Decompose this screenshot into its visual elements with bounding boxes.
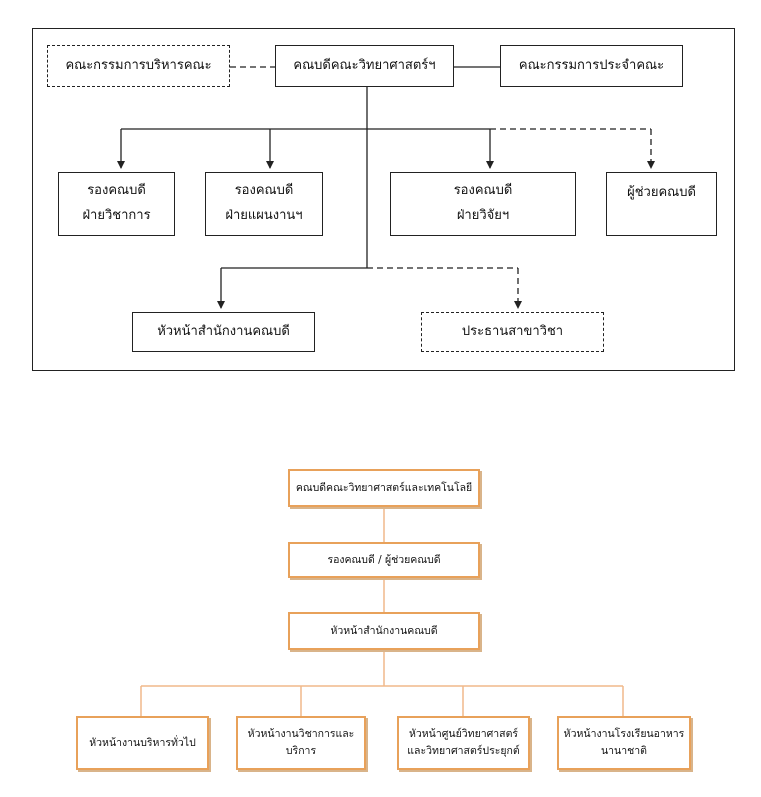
office-head-st-box: หัวหน้าสำนักงานคณบดี: [288, 612, 480, 650]
academic-service-box: หัวหน้างานวิชาการและบริการ: [236, 716, 366, 770]
assistant-dean-box: ผู้ช่วยคณบดี: [606, 172, 717, 236]
vp-academic-title: รองคณบดี: [87, 183, 146, 199]
dean-st-box: คณบดีคณะวิทยาศาสตร์และเทคโนโลยี: [288, 469, 480, 507]
vice-dean-box: รองคณบดี / ผู้ช่วยคณบดี: [288, 542, 480, 578]
office-head-box: หัวหน้าสำนักงานคณบดี: [132, 312, 315, 352]
exec-committee-box: คณะกรรมการบริหารคณะ: [47, 45, 230, 87]
faculty-committee-label: คณะกรรมการประจำคณะ: [518, 57, 665, 73]
exec-committee-label: คณะกรรมการบริหารคณะ: [65, 57, 212, 73]
vice-dean-label: รองคณบดี / ผู้ช่วยคณบดี: [327, 553, 441, 566]
science-center-line1: หัวหน้าศูนย์วิทยาศาสตร์: [408, 728, 519, 741]
vp-research-box: รองคณบดีฝ่ายวิจัยฯ: [390, 172, 576, 236]
dean-st-label: คณบดีคณะวิทยาศาสตร์และเทคโนโลยี: [295, 481, 473, 494]
vp-planning-box: รองคณบดีฝ่ายแผนงานฯ: [205, 172, 323, 236]
org-chart-1-frame: [32, 28, 735, 371]
vp-research-title: รองคณบดี: [453, 183, 513, 199]
vp-planning-dept: ฝ่ายแผนงานฯ: [225, 208, 303, 223]
cooking-school-line1: หัวหน้างานโรงเรียนอาหาร: [563, 728, 685, 741]
general-admin-label: หัวหน้างานบริหารทั่วไป: [89, 736, 196, 749]
vp-academic-dept: ฝ่ายวิชาการ: [82, 208, 151, 223]
science-center-line2: และวิทยาศาสตร์ประยุกต์: [407, 745, 520, 757]
cooking-school-box: หัวหน้างานโรงเรียนอาหารนานาชาติ: [557, 716, 691, 770]
office-head-label: หัวหน้าสำนักงานคณบดี: [157, 323, 290, 339]
academic-service-line1: หัวหน้างานวิชาการและ: [247, 728, 355, 741]
vp-academic-box: รองคณบดีฝ่ายวิชาการ: [58, 172, 175, 236]
assistant-dean-label: ผู้ช่วยคณบดี: [627, 185, 696, 200]
office-head-st-label: หัวหน้าสำนักงานคณบดี: [330, 624, 438, 637]
dean-box: คณบดีคณะวิทยาศาสตร์ฯ: [275, 45, 454, 87]
vp-planning-title: รองคณบดี: [234, 183, 294, 199]
program-chair-box: ประธานสาขาวิชา: [421, 312, 604, 352]
program-chair-label: ประธานสาขาวิชา: [461, 323, 564, 339]
cooking-school-line2: นานาชาติ: [600, 745, 647, 757]
science-center-box: หัวหน้าศูนย์วิทยาศาสตร์และวิทยาศาสตร์ประ…: [397, 716, 530, 770]
general-admin-box: หัวหน้างานบริหารทั่วไป: [76, 716, 209, 770]
faculty-committee-box: คณะกรรมการประจำคณะ: [500, 45, 683, 87]
vp-research-dept: ฝ่ายวิจัยฯ: [456, 208, 510, 223]
academic-service-line2: บริการ: [285, 745, 317, 757]
dean-label: คณบดีคณะวิทยาศาสตร์ฯ: [293, 57, 436, 73]
